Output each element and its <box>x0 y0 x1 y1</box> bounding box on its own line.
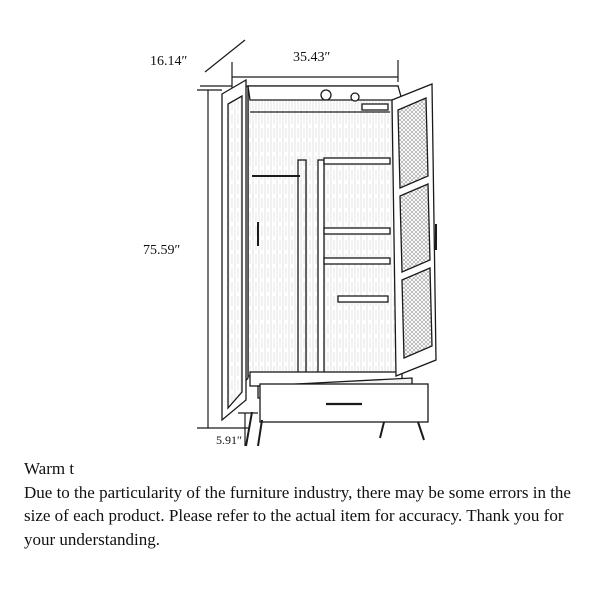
height-label: 75.59″ <box>143 243 181 258</box>
depth-dimension-line <box>204 39 246 73</box>
size-disclaimer: Warm t Due to the particularity of the f… <box>24 457 594 551</box>
left-door <box>221 78 259 422</box>
right-door <box>391 83 437 377</box>
leg-height-label: 5.91″ <box>216 433 242 447</box>
notice-heading: Warm t <box>24 459 75 478</box>
notice-body: Due to the particularity of the furnitur… <box>24 482 571 549</box>
legs <box>245 411 425 447</box>
wardrobe-body <box>229 84 403 402</box>
depth-label: 16.14″ <box>150 54 188 69</box>
width-label: 35.43″ <box>293 50 331 65</box>
wardrobe-dimension-diagram <box>197 39 437 447</box>
dimension-lines <box>197 39 399 446</box>
drawer <box>257 377 429 423</box>
